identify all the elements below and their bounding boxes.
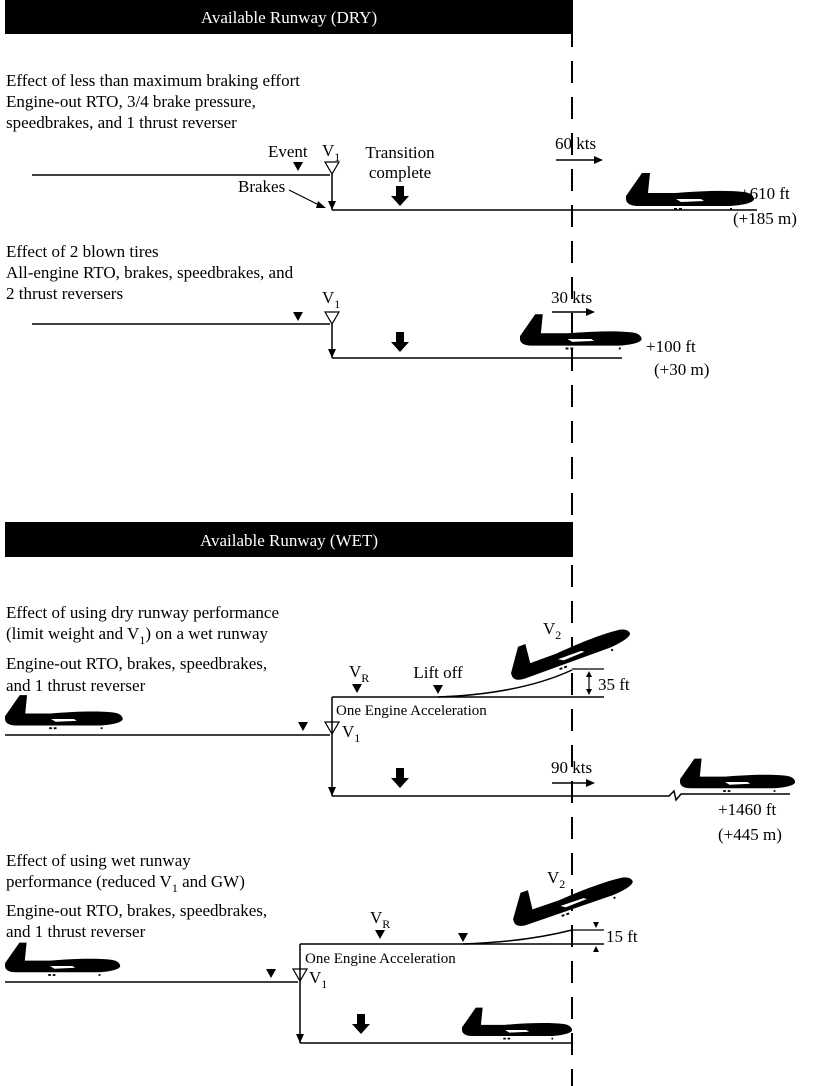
v1-hollow-triangle-icon — [323, 161, 341, 176]
case3-line-4: and 1 thrust reverser — [6, 676, 146, 695]
case3-drop-arrowhead — [328, 787, 336, 796]
marker-triangle-icon — [298, 722, 308, 731]
case1-speed-label: 60 kts — [555, 134, 596, 153]
marker-triangle-icon — [433, 685, 443, 694]
case4-accel-label: One Engine Acceleration — [305, 951, 456, 967]
case1-line-1: Effect of less than maximum braking effo… — [6, 71, 300, 90]
airplane-icon — [505, 857, 637, 933]
case3-speed-label: 90 kts — [551, 758, 592, 777]
case2-delta-m: (+30 m) — [654, 360, 709, 379]
case3-stop-line — [332, 789, 790, 802]
brake-arrow-icon — [391, 332, 409, 352]
case1-transition-label-2: complete — [369, 163, 431, 182]
dry-header-title: Available Runway (DRY) — [201, 8, 377, 27]
marker-triangle-icon — [293, 162, 303, 171]
case3-height-arrow-down — [586, 689, 592, 695]
marker-triangle-icon — [458, 933, 468, 942]
speed-arrow-head — [586, 779, 595, 787]
case3-line-1: Effect of using dry runway performance — [6, 603, 279, 622]
marker-triangle-icon — [293, 312, 303, 321]
wet-header-bar — [5, 522, 573, 557]
case2-v1-label: V1 — [322, 288, 340, 311]
case1-line-2: Engine-out RTO, 3/4 brake pressure, — [6, 92, 256, 111]
case4-climb-path — [462, 929, 573, 945]
airplane-icon — [520, 314, 642, 350]
case4-line-4: and 1 thrust reverser — [6, 922, 146, 941]
case1-transition-label-1: Transition — [365, 143, 435, 162]
airplane-icon — [5, 942, 121, 976]
case1-delta-m: (+185 m) — [733, 209, 797, 228]
case1-brakes-leader-head — [316, 201, 326, 208]
case2-line-2: All-engine RTO, brakes, speedbrakes, and — [6, 263, 294, 282]
case2-line-1: Effect of 2 blown tires — [6, 242, 159, 261]
wet-header-title: Available Runway (WET) — [200, 531, 378, 550]
case1-v1-label: V1 — [322, 141, 340, 164]
case1-event-label: Event — [268, 142, 308, 161]
case4-height-arrow-down — [593, 922, 599, 928]
case1-line-3: speedbrakes, and 1 thrust reverser — [6, 113, 237, 132]
case3-delta-ft: +1460 ft — [718, 800, 776, 819]
case1-brakes-label: Brakes — [238, 177, 285, 196]
case3-height-label: 35 ft — [598, 675, 630, 694]
airplane-icon — [462, 1007, 573, 1040]
brake-arrow-icon — [391, 186, 409, 206]
case4-v1-label: V1 — [309, 968, 327, 991]
case4-height-label: 15 ft — [606, 927, 638, 946]
brake-arrow-icon — [391, 768, 409, 788]
airplane-icon — [680, 758, 796, 792]
case3-v2-label: V2 — [543, 619, 561, 642]
case3-climb-path — [437, 669, 573, 698]
case4-line-2: performance (reduced V1 and GW) — [6, 872, 245, 895]
case3-height-arrow-up — [586, 671, 592, 677]
speed-arrow-head — [594, 156, 603, 164]
case4-line-3: Engine-out RTO, brakes, speedbrakes, — [6, 901, 267, 920]
airplane-icon — [5, 695, 123, 730]
case4-v2-label: V2 — [547, 868, 565, 891]
case4-line-1: Effect of using wet runway — [6, 851, 191, 870]
case2-delta-ft: +100 ft — [646, 337, 696, 356]
airplane-icon — [626, 173, 754, 210]
case2-line-3: 2 thrust reversers — [6, 284, 123, 303]
dry-header-bar — [5, 0, 573, 34]
case4-drop-arrowhead — [296, 1034, 304, 1043]
case4-vr-label: VR — [370, 908, 390, 931]
case4-height-arrow-up — [593, 946, 599, 952]
case3-liftoff-label: Lift off — [413, 663, 463, 682]
marker-triangle-icon — [266, 969, 276, 978]
v1-hollow-triangle-icon — [323, 311, 341, 326]
speed-arrow-head — [586, 308, 595, 316]
case2-speed-label: 30 kts — [551, 288, 592, 307]
case1-drop-arrowhead — [328, 201, 336, 210]
case3-v1-label: V1 — [342, 722, 360, 745]
case3-delta-m: (+445 m) — [718, 825, 782, 844]
brake-arrow-icon — [352, 1014, 370, 1034]
case2-drop-arrowhead — [328, 349, 336, 358]
case3-accel-label: One Engine Acceleration — [336, 703, 487, 719]
marker-triangle-icon — [352, 684, 362, 693]
case1-delta-ft: +610 ft — [740, 184, 790, 203]
case3-line-3: Engine-out RTO, brakes, speedbrakes, — [6, 654, 267, 673]
case3-vr-label: VR — [349, 662, 369, 685]
marker-triangle-icon — [375, 930, 385, 939]
case3-line-2: (limit weight and V1) on a wet runway — [6, 624, 269, 647]
case1-brakes-leader — [288, 189, 322, 207]
